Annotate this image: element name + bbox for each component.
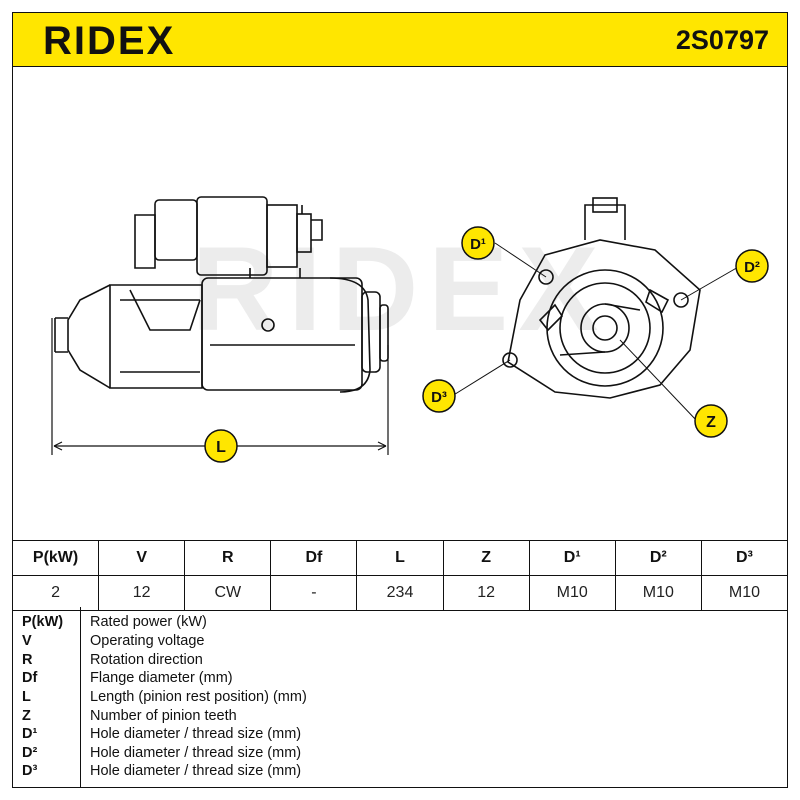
legend-key: P(kW) [22, 614, 64, 630]
spec-header-cell: V [98, 540, 186, 576]
legend-key: R [22, 652, 33, 668]
spec-header-cell: P(kW) [11, 540, 100, 576]
legend-item: D³ Hole diameter / thread size (mm) [12, 762, 788, 781]
label-Z: Z [694, 404, 728, 438]
label-D2: D² [735, 249, 769, 283]
legend-key: D¹ [22, 726, 38, 742]
legend-key: D² [22, 745, 38, 761]
spec-value-cell: 234 [356, 575, 444, 611]
legend-desc: Hole diameter / thread size (mm) [90, 726, 302, 742]
product-code: 2S0797 [675, 25, 769, 55]
legend-item: D¹ Hole diameter / thread size (mm) [12, 725, 788, 744]
spec-value-cell: M10 [528, 575, 616, 611]
spec-value-cell: M10 [614, 575, 702, 611]
legend-item: V Operating voltage [12, 632, 788, 651]
legend-item: Df Flange diameter (mm) [12, 669, 788, 688]
starter-side-view [54, 196, 389, 393]
spec-table: P(kW) V R Df L Z D¹ D² D³ 2 12 CW - 234 … [11, 540, 789, 611]
spec-header-cell: L [356, 540, 444, 576]
spec-value-cell: CW [184, 575, 272, 611]
legend-key: Z [22, 708, 31, 724]
legend-key: V [22, 633, 32, 649]
legend-desc: Flange diameter (mm) [90, 670, 233, 686]
legend-item: D² Hole diameter / thread size (mm) [12, 744, 788, 763]
spec-header-cell: D² [614, 540, 702, 576]
spec-value-cell: 2 [11, 575, 100, 611]
spec-value-cell: - [270, 575, 358, 611]
spec-header-cell: R [184, 540, 272, 576]
spec-header-cell: Z [442, 540, 530, 576]
label-D1: D¹ [461, 226, 495, 260]
legend-desc: Length (pinion rest position) (mm) [90, 689, 307, 705]
spec-header-cell: D¹ [528, 540, 616, 576]
legend-desc: Rotation direction [90, 652, 203, 668]
legend-divider [80, 607, 81, 788]
leader-lines [451, 242, 741, 422]
svg-text:L: L [216, 439, 226, 456]
legend-desc: Rated power (kW) [90, 614, 207, 630]
legend-item: Z Number of pinion teeth [12, 707, 788, 726]
header-bar: RIDEX 2S0797 [12, 12, 788, 67]
brand-logo: RIDEX [43, 19, 176, 63]
legend-desc: Hole diameter / thread size (mm) [90, 763, 302, 779]
technical-drawing: RIDEX L [51, 196, 769, 463]
legend-item: R Rotation direction [12, 651, 788, 670]
svg-text:D³: D³ [431, 389, 447, 406]
svg-text:D²: D² [744, 259, 760, 276]
label-L: L [204, 429, 238, 463]
legend-key: D³ [22, 763, 38, 779]
legend-desc: Hole diameter / thread size (mm) [90, 745, 302, 761]
watermark: RIDEX [192, 222, 609, 356]
spec-header-cell: D³ [700, 540, 789, 576]
starter-front-view [502, 197, 701, 399]
svg-text:D¹: D¹ [470, 236, 486, 253]
spec-value-cell: 12 [98, 575, 186, 611]
spec-value-row: 2 12 CW - 234 12 M10 M10 M10 [11, 575, 789, 611]
spec-value-cell: 12 [442, 575, 530, 611]
legend-item: L Length (pinion rest position) (mm) [12, 688, 788, 707]
legend-item: P(kW) Rated power (kW) [12, 613, 788, 632]
spec-value-cell: M10 [700, 575, 789, 611]
legend-desc: Number of pinion teeth [90, 708, 237, 724]
legend-key: Df [22, 670, 38, 686]
legend: P(kW) Rated power (kW) V Operating volta… [12, 607, 788, 788]
spec-header-row: P(kW) V R Df L Z D¹ D² D³ [11, 540, 789, 576]
spec-header-cell: Df [270, 540, 358, 576]
legend-key: L [22, 689, 31, 705]
svg-text:Z: Z [706, 414, 716, 431]
legend-desc: Operating voltage [90, 633, 205, 649]
label-D3: D³ [422, 379, 456, 413]
